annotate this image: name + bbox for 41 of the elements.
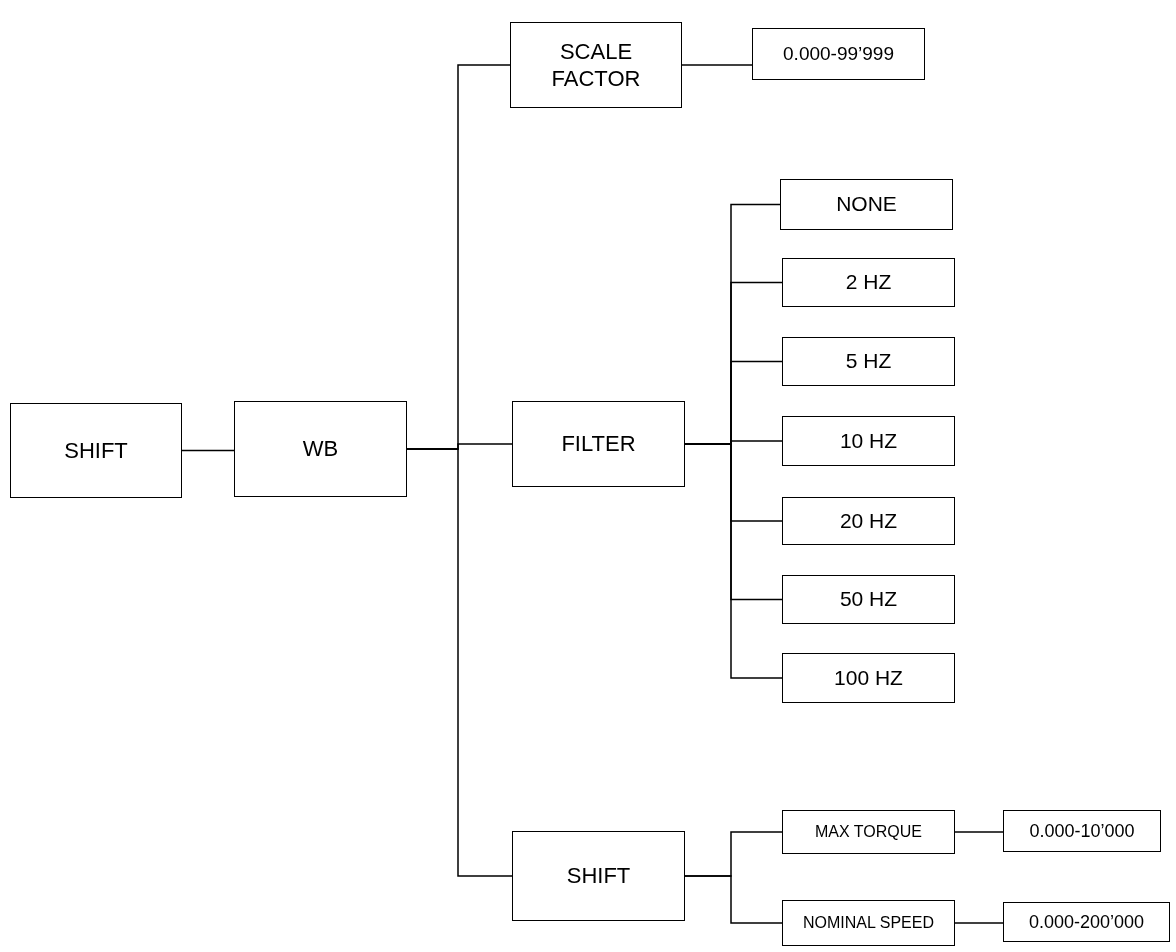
connector-line — [181, 449, 235, 452]
box-label: 0.000-99’999 — [783, 42, 894, 66]
box-label: 5 HZ — [845, 348, 892, 375]
box-label: FILTER — [561, 430, 636, 458]
box-label: SCALE FACTOR — [550, 37, 642, 93]
menu-box — [752, 28, 925, 80]
box-label: SHIFT — [566, 862, 631, 890]
connector-line — [954, 922, 1004, 924]
box-label: 50 HZ — [839, 586, 898, 613]
box-label: SHIFT — [64, 436, 128, 465]
box-label: 20 HZ — [839, 507, 898, 534]
menu-box — [782, 497, 955, 545]
menu-box — [1003, 810, 1161, 852]
box-label: NONE — [836, 191, 897, 218]
menu-box — [512, 831, 685, 921]
box-label: 0.000-200’000 — [1028, 910, 1145, 934]
box-label: MAX TORQUE — [815, 822, 922, 842]
menu-box — [234, 401, 407, 497]
box-label: 10 HZ — [839, 427, 898, 454]
menu-box — [782, 653, 955, 703]
menu-box — [782, 416, 955, 466]
connector-line — [684, 443, 783, 679]
connector-line — [954, 831, 1004, 833]
menu-box — [782, 337, 955, 386]
menu-box — [1003, 902, 1170, 942]
menu-box — [10, 403, 182, 498]
menu-box — [782, 258, 955, 307]
connector-line — [406, 448, 513, 877]
box-label: 2 HZ — [845, 269, 892, 296]
menu-box — [782, 810, 955, 854]
menu-box — [510, 22, 682, 108]
connector-line — [681, 64, 753, 66]
box-label: NOMINAL SPEED — [803, 913, 934, 933]
menu-box — [782, 575, 955, 624]
box-label: 100 HZ — [834, 664, 903, 691]
menu-box — [780, 179, 953, 230]
box-label: 0.000-10’000 — [1029, 819, 1135, 843]
connector-line — [684, 875, 783, 924]
box-label: WB — [302, 435, 339, 463]
menu-box — [512, 401, 685, 487]
menu-box — [782, 900, 955, 946]
